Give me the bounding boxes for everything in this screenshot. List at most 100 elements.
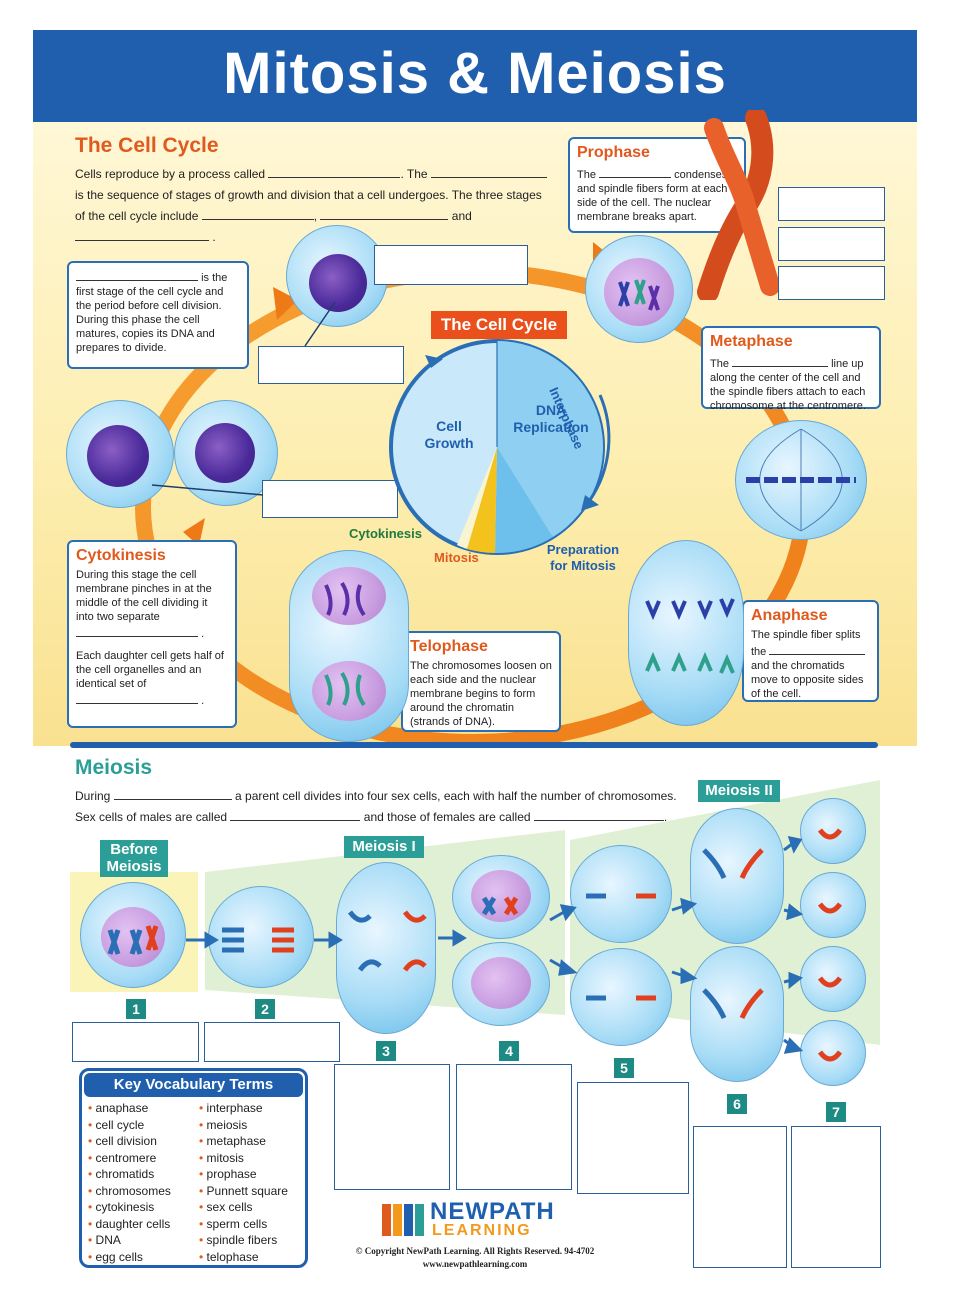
answer-blank[interactable] bbox=[76, 624, 198, 637]
nucleus bbox=[87, 425, 149, 487]
copyright: © Copyright NewPath Learning. All Rights… bbox=[355, 1246, 595, 1256]
callout-text: and spindle fibers form at each side of … bbox=[577, 183, 728, 223]
callout-text: The bbox=[577, 169, 596, 181]
pointer-line bbox=[304, 301, 336, 347]
cell-cycle-intro: Cells reproduce by a process called . Th… bbox=[75, 164, 565, 248]
step-badge: 2 bbox=[255, 999, 275, 1019]
nucleus bbox=[471, 870, 531, 922]
answer-blank[interactable] bbox=[75, 228, 209, 241]
cytokinesis-heading: Cytokinesis bbox=[76, 547, 166, 564]
intro-text: , bbox=[313, 209, 318, 223]
callout-text: is the bbox=[201, 272, 228, 284]
prophase-callout: Prophase The condenses and spindle fiber… bbox=[568, 137, 746, 233]
label-box[interactable] bbox=[374, 245, 528, 285]
vocab-item: meiosis bbox=[199, 1117, 304, 1134]
vocab-item: mitosis bbox=[199, 1150, 304, 1167]
vocab-item: prophase bbox=[199, 1166, 304, 1183]
pie-label-cell-growth: Cell Growth bbox=[424, 418, 474, 451]
callout-text: During this stage the cell membrane pinc… bbox=[76, 569, 212, 623]
answer-blank[interactable] bbox=[76, 268, 198, 281]
label-box[interactable] bbox=[262, 480, 398, 518]
answer-blank[interactable] bbox=[76, 691, 198, 704]
answer-box-1[interactable] bbox=[72, 1022, 199, 1062]
answer-box-6[interactable] bbox=[693, 1126, 787, 1268]
cell-cycle-pie bbox=[389, 339, 611, 555]
vocab-item: DNA bbox=[88, 1232, 198, 1249]
answer-blank[interactable] bbox=[268, 165, 401, 178]
intro-text: During bbox=[75, 789, 111, 803]
vocab-item: cell cycle bbox=[88, 1117, 198, 1134]
pie-slice-dna bbox=[497, 341, 603, 537]
answer-blank[interactable] bbox=[769, 642, 866, 655]
nucleus bbox=[471, 957, 531, 1009]
meiosis-cell-4a bbox=[452, 855, 550, 939]
intro-text: of the cell cycle include bbox=[75, 209, 199, 223]
intro-text: . bbox=[212, 230, 216, 244]
answer-box-3[interactable] bbox=[334, 1064, 450, 1190]
callout-text: first stage of the cell cycle and the pe… bbox=[76, 286, 224, 354]
intro-text: . bbox=[663, 810, 668, 824]
answer-blank[interactable] bbox=[430, 165, 547, 178]
intro-text: . The bbox=[400, 167, 428, 181]
answer-box-7[interactable] bbox=[791, 1126, 881, 1268]
vocab-item: telophase bbox=[199, 1249, 304, 1266]
vocab-item: centromere bbox=[88, 1150, 198, 1167]
spindle bbox=[746, 428, 856, 532]
anaphase-heading: Anaphase bbox=[751, 607, 828, 624]
anaphase-cell bbox=[628, 540, 744, 726]
answer-blank[interactable] bbox=[320, 207, 449, 220]
pie-label-cytokinesis: Cytokinesis bbox=[349, 526, 422, 541]
step-badge: 5 bbox=[614, 1058, 634, 1078]
callout-text: the bbox=[751, 646, 767, 658]
vocab-item: sperm cells bbox=[199, 1216, 304, 1233]
metaphase-callout: Metaphase The line up along the center o… bbox=[701, 326, 881, 412]
label-box[interactable] bbox=[778, 266, 885, 300]
vocab-item: anaphase bbox=[88, 1100, 198, 1117]
brand-bottom: LEARNING bbox=[432, 1222, 532, 1239]
answer-box-2[interactable] bbox=[204, 1022, 340, 1062]
answer-blank[interactable] bbox=[113, 787, 232, 800]
meiosis-cell-7a bbox=[800, 798, 866, 864]
vocab-col-2: interphase meiosis metaphase mitosis pro… bbox=[199, 1100, 304, 1265]
pie-label-dna: DNA Replication bbox=[513, 402, 589, 435]
answer-blank[interactable] bbox=[599, 165, 672, 178]
brand-top: NEWPATH bbox=[430, 1198, 555, 1225]
answer-box-5[interactable] bbox=[577, 1082, 689, 1194]
answer-box-4[interactable] bbox=[456, 1064, 572, 1190]
pointer-line bbox=[151, 484, 264, 496]
chromosomes bbox=[645, 598, 735, 674]
metaphase-cell bbox=[735, 420, 867, 540]
vocab-item: metaphase bbox=[199, 1133, 304, 1150]
prophase-heading: Prophase bbox=[577, 144, 650, 161]
label-box[interactable] bbox=[258, 346, 404, 384]
vocab-item: chromatids bbox=[88, 1166, 198, 1183]
intro-text: Cells reproduce by a process called bbox=[75, 167, 266, 181]
answer-blank[interactable] bbox=[533, 808, 664, 821]
tag-meiosis-2: Meiosis II bbox=[698, 780, 780, 802]
vocab-item: Punnett square bbox=[199, 1183, 304, 1200]
step-badge: 7 bbox=[826, 1102, 846, 1122]
answer-blank[interactable] bbox=[201, 207, 314, 220]
telophase-cell bbox=[289, 550, 409, 742]
website-link[interactable]: www.newpathlearning.com bbox=[422, 1259, 528, 1269]
pie-label-preparation: Preparation for Mitosis bbox=[546, 542, 620, 573]
vocab-item: cell division bbox=[88, 1133, 198, 1150]
label-box[interactable] bbox=[778, 187, 885, 221]
callout-text: The spindle fiber splits bbox=[751, 629, 861, 641]
callout-text: . bbox=[201, 628, 205, 640]
meiosis-heading: Meiosis bbox=[75, 756, 153, 779]
meiosis-cell-4b bbox=[452, 942, 550, 1026]
meiosis-arrows bbox=[186, 836, 804, 1054]
intro-text: is the sequence of stages of growth and … bbox=[75, 188, 542, 202]
tag-meiosis-1: Meiosis I bbox=[344, 836, 424, 858]
meiosis-chromosomes bbox=[107, 828, 843, 1062]
cytokinesis-callout: Cytokinesis During this stage the cell m… bbox=[67, 540, 237, 728]
label-box[interactable] bbox=[778, 227, 885, 261]
answer-blank[interactable] bbox=[732, 354, 829, 367]
callout-text: line up bbox=[831, 358, 864, 370]
answer-blank[interactable] bbox=[230, 808, 361, 821]
intro-text: a parent cell divides into four sex cell… bbox=[235, 789, 677, 803]
nucleus bbox=[309, 254, 367, 312]
title-banner bbox=[33, 30, 917, 122]
telophase-callout: Telophase The chromosomes loosen on each… bbox=[401, 631, 561, 732]
